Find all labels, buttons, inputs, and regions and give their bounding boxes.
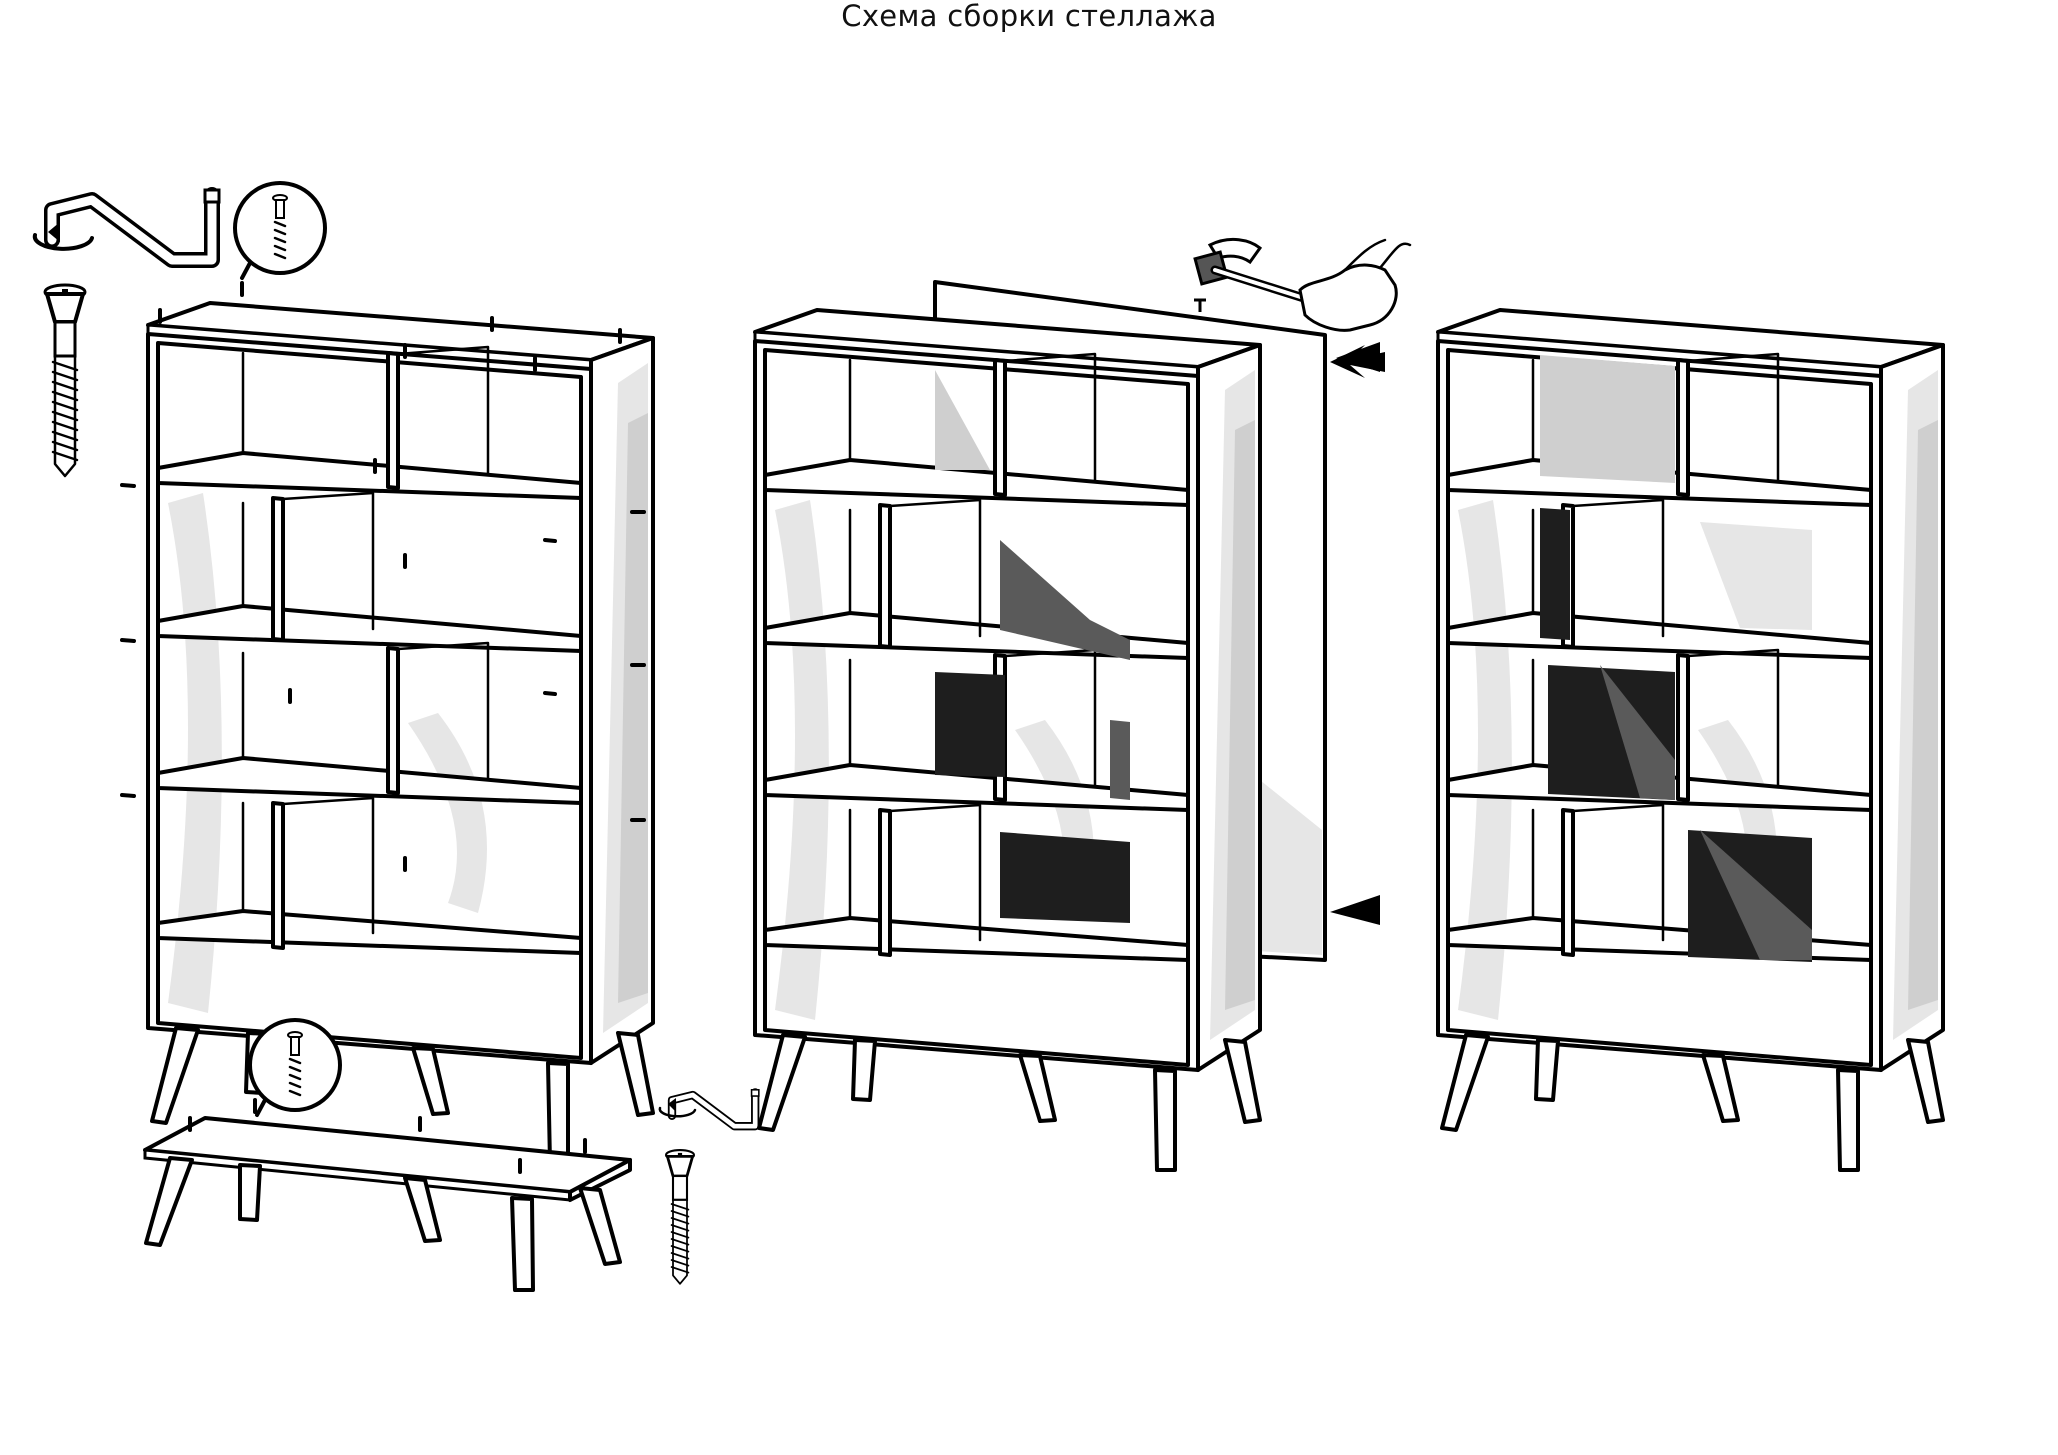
step-3-assembled [1436,308,1945,1172]
screw-zoom-icon [233,181,327,280]
fastener-marks [120,281,646,872]
rotation-arrow-icon [32,222,94,251]
confirmat-screw-icon-base [664,1148,696,1286]
hex-key-icon-base [672,1090,759,1126]
arrow-icon [1330,342,1385,378]
shelving-unit-exploded [146,301,655,1165]
page-title: Схема сборки стеллажа [841,0,1217,33]
screw-zoom-icon-base [248,1018,342,1117]
step-1-frame-and-base [32,181,759,1292]
step-2-back-panel [753,237,1412,1172]
confirmat-screw-icon [43,283,87,478]
rotation-arrow-icon-base [658,1098,697,1118]
shelving-unit-assembled [1436,308,1945,1172]
hex-key-icon [52,190,219,260]
hand-icon [1298,238,1412,332]
hammer-icon [1193,237,1315,305]
base-with-legs [143,1098,632,1292]
nail-icon [1194,298,1206,312]
arrow-icon-lower [1330,895,1380,925]
shelving-unit-back [753,308,1262,1172]
